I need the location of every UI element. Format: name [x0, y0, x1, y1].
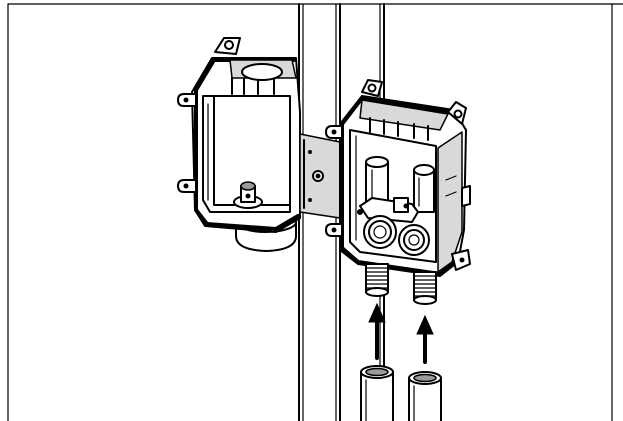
valve-box: [325, 79, 471, 277]
open-back-box: [177, 37, 301, 252]
threaded-nipple-right: [413, 271, 437, 305]
direction-arrow-right: [416, 314, 434, 364]
valve-assembly: [357, 156, 435, 256]
supply-pipe-right: [408, 371, 442, 421]
threaded-nipple-left: [365, 263, 389, 297]
direction-arrow-left: [368, 302, 386, 360]
supply-pipe-left: [360, 365, 394, 421]
mounting-bracket: [299, 133, 341, 219]
